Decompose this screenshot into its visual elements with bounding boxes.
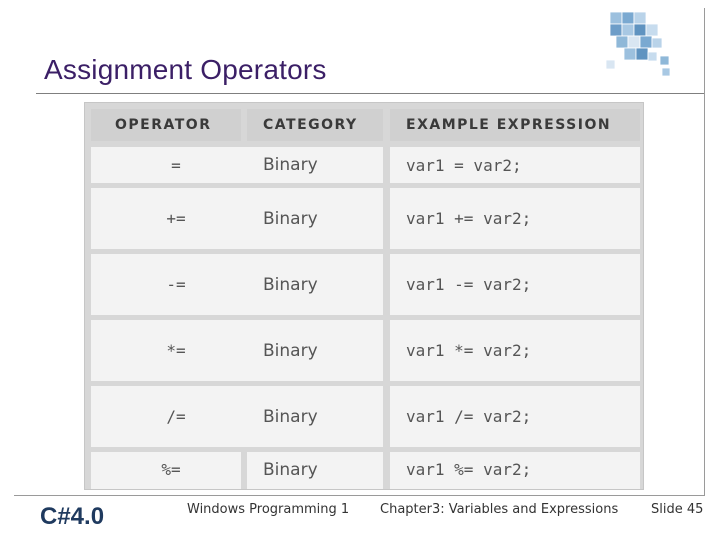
footer-slide-number: Slide 45 (651, 502, 704, 517)
example-cell: var1 += var2; (390, 188, 640, 249)
operator-cell: /= (91, 386, 251, 447)
footer-brand: C#4.0 (40, 503, 105, 530)
example-cell: var1 /= var2; (390, 386, 640, 447)
category-cell: Binary (247, 147, 383, 183)
header-example-expression: EXAMPLE EXPRESSION (390, 109, 640, 141)
assignment-operators-table: OPERATOR CATEGORY EXAMPLE EXPRESSION = B… (84, 102, 644, 490)
category-cell: Binary (247, 320, 383, 381)
operator-cell: -= (91, 254, 251, 315)
header-operator: OPERATOR (91, 109, 241, 141)
category-cell: Binary (247, 254, 383, 315)
footer-chapter: Chapter3: Variables and Expressions (380, 502, 619, 517)
example-cell: var1 -= var2; (390, 254, 640, 315)
slide-title: Assignment Operators (44, 54, 327, 85)
category-cell: Binary (247, 452, 383, 489)
operator-cell: = (91, 147, 251, 183)
category-cell: Binary (247, 386, 383, 447)
example-cell: var1 *= var2; (390, 320, 640, 381)
example-cell: var1 %= var2; (390, 452, 640, 489)
operator-cell: += (91, 188, 251, 249)
operator-cell: %= (91, 452, 241, 489)
cube-stack-icon (605, 11, 671, 77)
right-border-line (704, 8, 705, 496)
footer-course: Windows Programming 1 (187, 502, 350, 517)
category-cell: Binary (247, 188, 383, 249)
header-category: CATEGORY (247, 109, 383, 141)
example-cell: var1 = var2; (390, 147, 640, 183)
operator-cell: *= (91, 320, 251, 381)
title-divider (36, 93, 704, 94)
footer-divider (14, 495, 704, 496)
